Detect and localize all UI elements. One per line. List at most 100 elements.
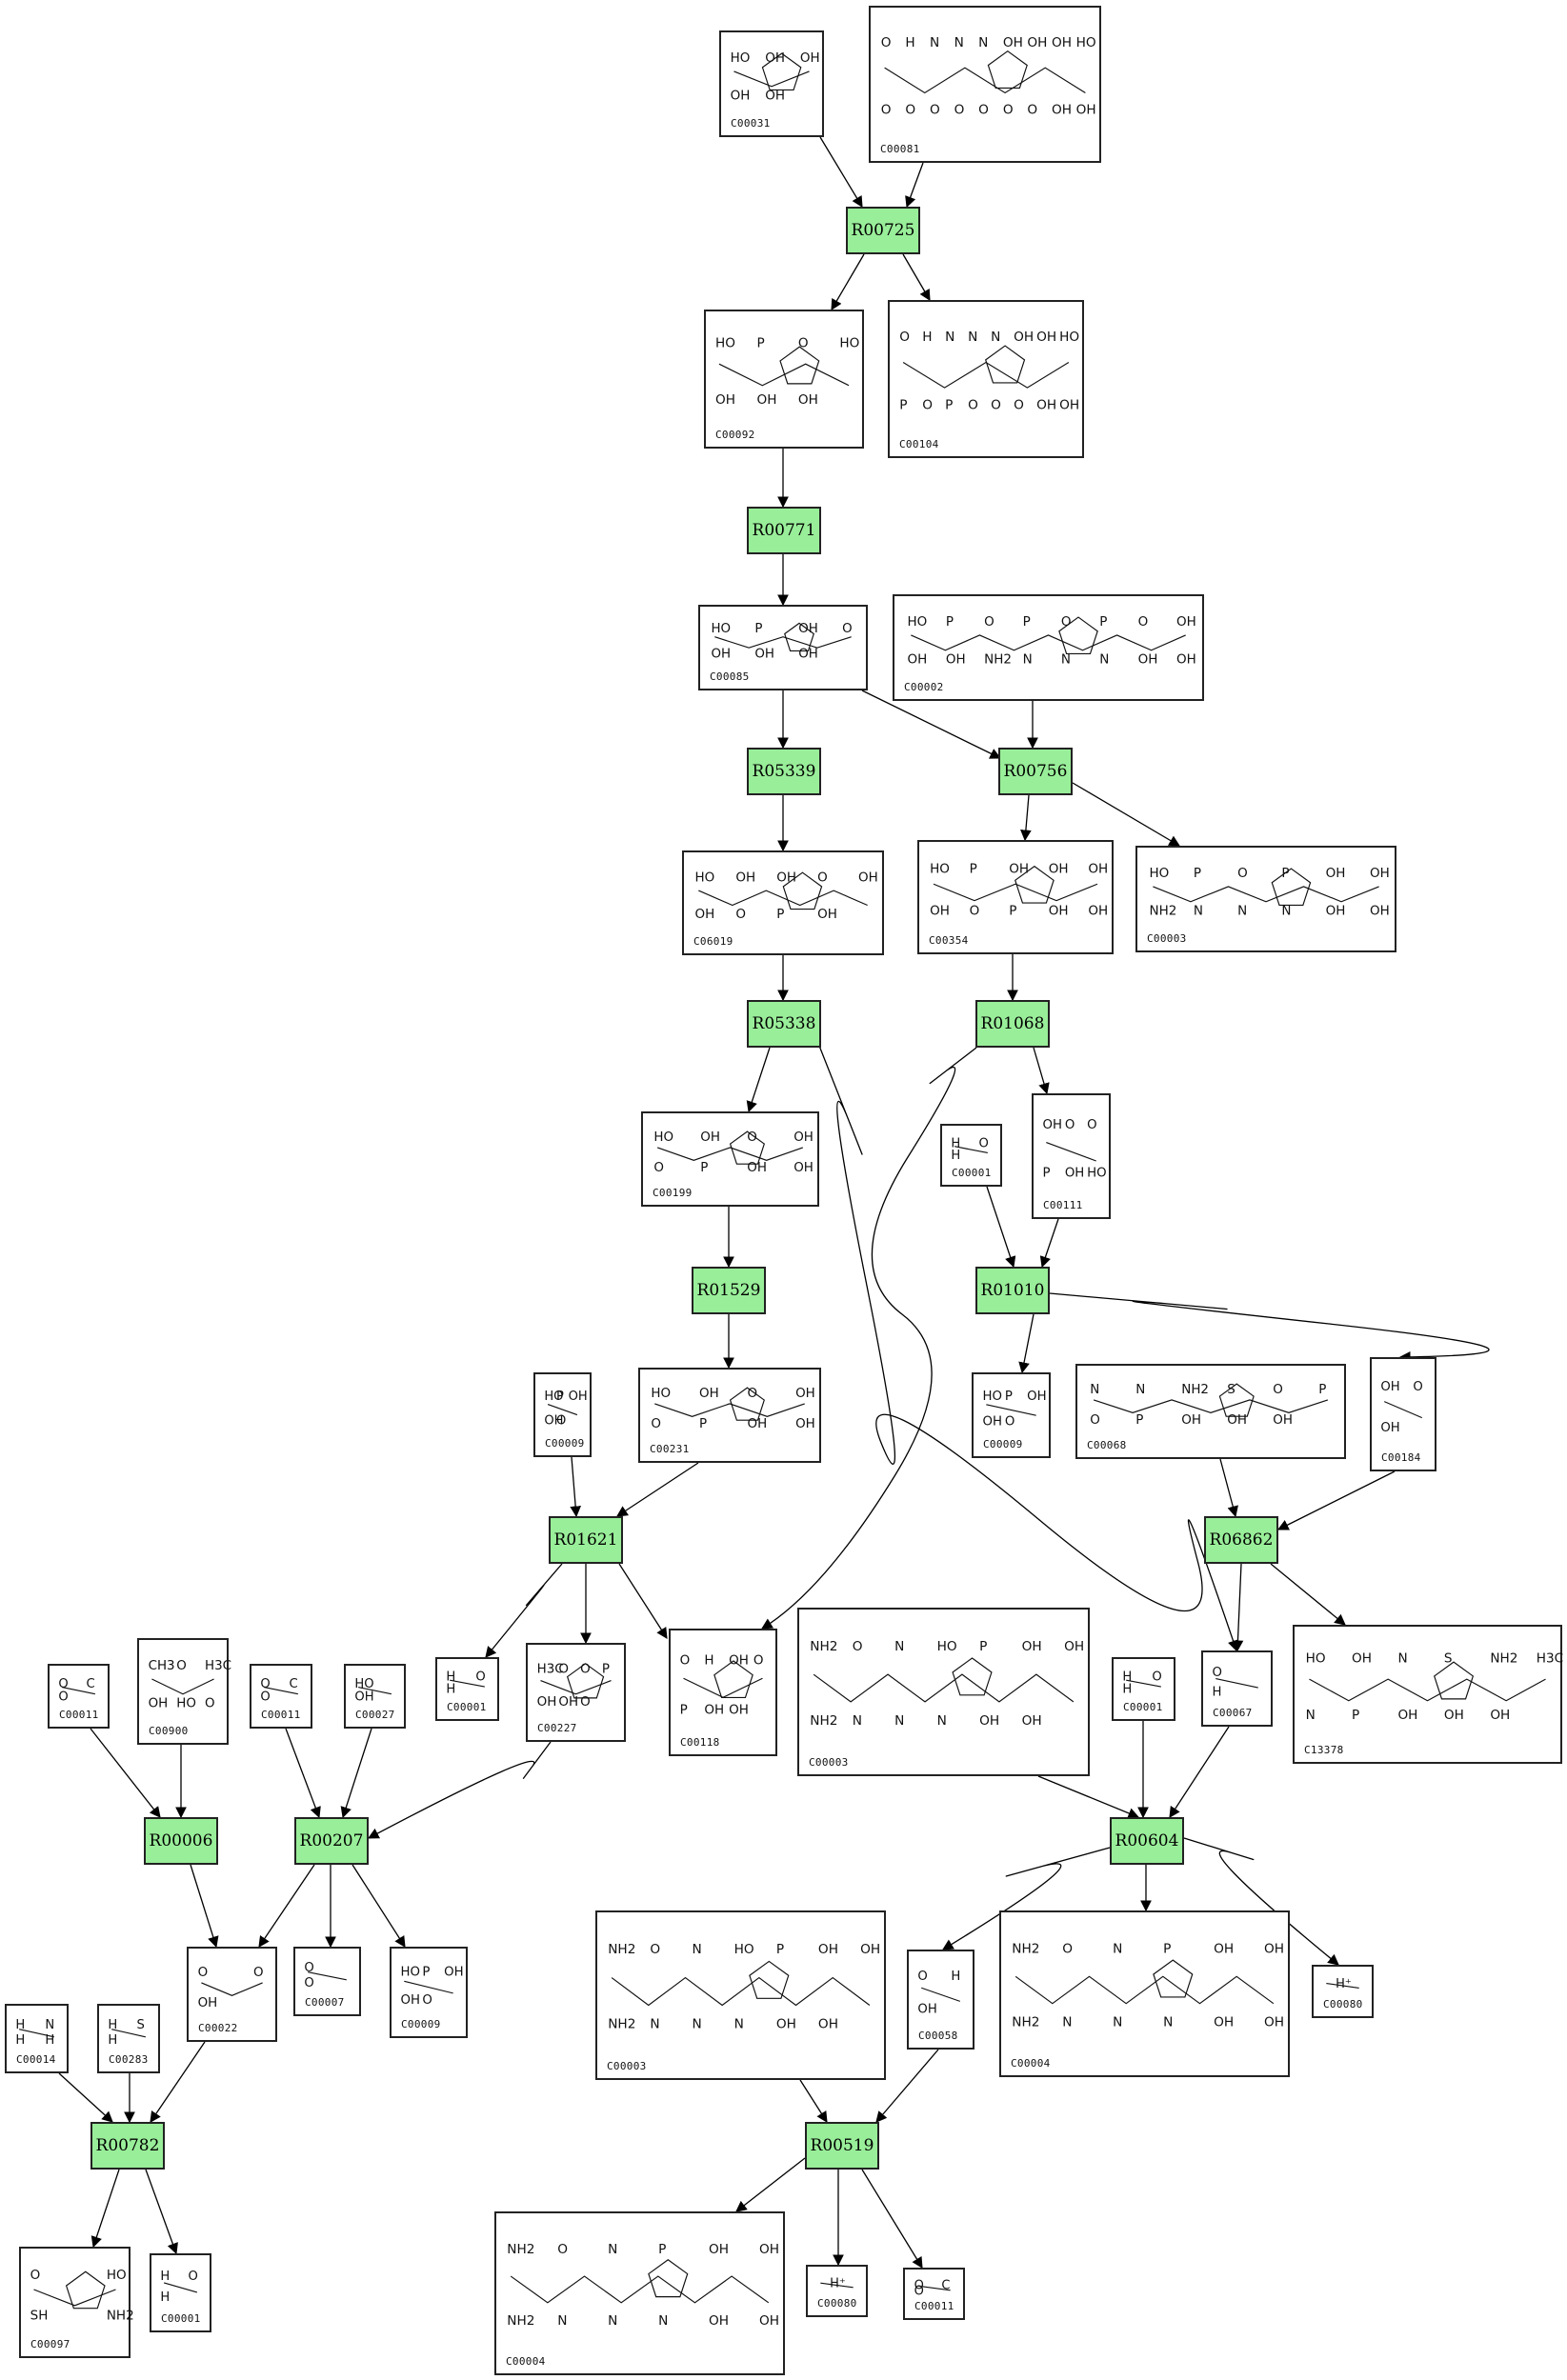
bond-chain (933, 883, 1098, 902)
atom-label: N (1061, 651, 1071, 667)
bond-chain (510, 2275, 770, 2304)
atom-label: OH (709, 2242, 729, 2257)
reaction-node-r00519[interactable]: R00519 (805, 2122, 879, 2170)
reaction-node-r05339[interactable]: R05339 (747, 748, 821, 795)
reaction-node-r00756[interactable]: R00756 (998, 748, 1073, 795)
atom-label: OH (1138, 651, 1158, 667)
reaction-node-r01068[interactable]: R01068 (975, 1000, 1050, 1048)
atom-label: O (1061, 614, 1072, 630)
reaction-node-r01529[interactable]: R01529 (692, 1267, 766, 1314)
edge-arrow (761, 1047, 977, 1630)
atom-label: H (108, 2018, 117, 2032)
atom-label: HO (107, 2268, 127, 2283)
atom-label: O (1273, 1383, 1283, 1397)
atom-label: N (1113, 1942, 1122, 1957)
atom-label: OH (1380, 1421, 1399, 1435)
reaction-node-r06862[interactable]: R06862 (1204, 1516, 1278, 1564)
reaction-node-r00725[interactable]: R00725 (846, 207, 920, 254)
bond-chain (358, 1687, 392, 1695)
edge-arrow (799, 2079, 828, 2123)
reaction-node-r00771[interactable]: R00771 (747, 507, 821, 554)
atom-label: H3C (537, 1663, 564, 1677)
reaction-node-r05338[interactable]: R05338 (747, 1000, 821, 1048)
edge-arrow (831, 253, 865, 311)
atom-label: P (1194, 866, 1201, 881)
atom-label: O (1062, 1942, 1073, 1957)
reaction-node-r00207[interactable]: R00207 (294, 1817, 369, 1865)
compound-node[interactable]: H⁺C00080 (806, 2265, 868, 2317)
compound-node[interactable]: H⁺C00080 (1312, 1965, 1374, 2018)
structure-drawing: H⁺ (820, 2276, 854, 2290)
reaction-node-r00006[interactable]: R00006 (144, 1817, 218, 1865)
compound-id: C00067 (1213, 1707, 1253, 1719)
edge-arrow (285, 1728, 321, 1819)
atom-label: O (188, 2270, 197, 2284)
atom-label: N (978, 35, 988, 50)
atom-label: OH (907, 651, 927, 667)
bond-chain (718, 363, 850, 387)
reaction-node-r00782[interactable]: R00782 (90, 2122, 165, 2170)
atom-label: N (1163, 2014, 1173, 2030)
compound-id: C00003 (1147, 932, 1187, 945)
atom-label: NH2 (1181, 1383, 1209, 1397)
edge-arrow (150, 2041, 206, 2123)
edge-arrow (905, 162, 924, 209)
compound-id: C00003 (607, 2060, 647, 2072)
reaction-node-r01621[interactable]: R01621 (549, 1516, 623, 1564)
atom-label: OH (983, 1414, 1003, 1429)
edge-arrow (1270, 1563, 1346, 1626)
atom-label: H (951, 1149, 960, 1163)
reaction-node-r01010[interactable]: R01010 (975, 1267, 1050, 1314)
atom-label: N (1397, 1650, 1407, 1666)
atom-label: O (853, 1639, 863, 1654)
bond-chain (986, 1404, 1036, 1416)
atom-label: N (1135, 1383, 1145, 1397)
reaction-node-r00604[interactable]: R00604 (1110, 1817, 1184, 1865)
